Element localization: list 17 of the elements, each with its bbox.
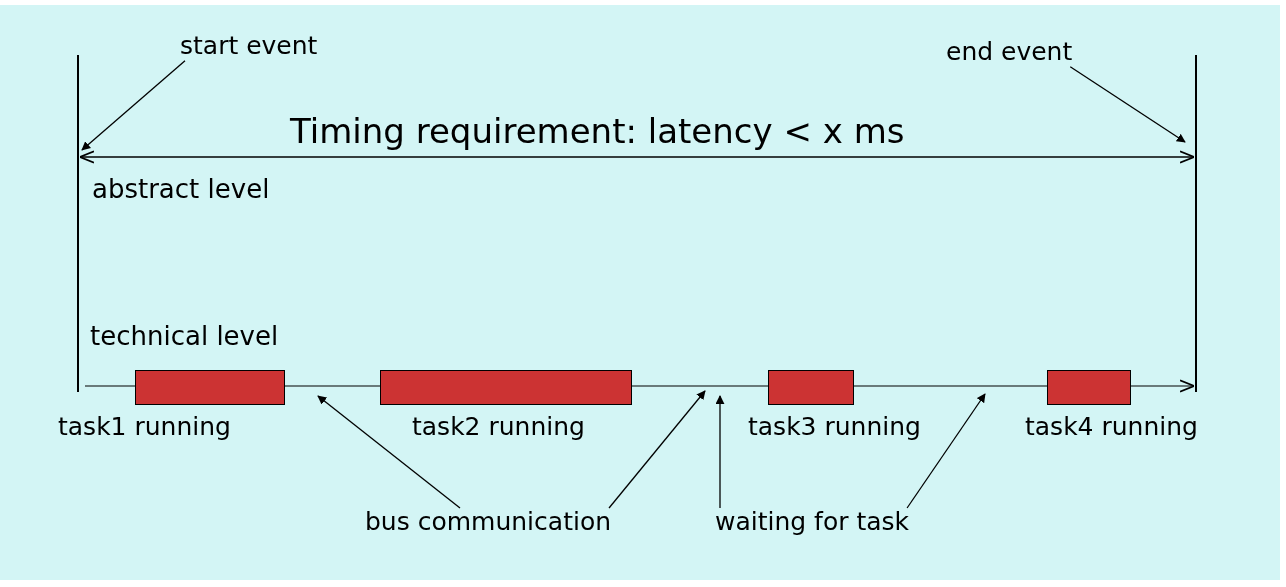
callout-label: end event (946, 38, 1073, 67)
callout-label: waiting for task (715, 508, 910, 537)
callout-label: bus communication (365, 508, 612, 537)
task-label: task2 running (412, 413, 585, 442)
leader-line (608, 390, 706, 509)
level-label: technical level (90, 322, 279, 352)
leader-line (715, 395, 725, 509)
task-label: task1 running (58, 413, 231, 442)
leader-line (906, 393, 986, 509)
level-label: abstract level (92, 175, 270, 205)
requirement-label: Timing requirement: latency < x ms (290, 112, 905, 152)
leader-line (317, 395, 461, 509)
leader-line (1069, 66, 1186, 143)
task-label: task4 running (1025, 413, 1198, 442)
leader-line (81, 60, 186, 151)
task-label: task3 running (748, 413, 921, 442)
callout-label: start event (180, 32, 318, 61)
